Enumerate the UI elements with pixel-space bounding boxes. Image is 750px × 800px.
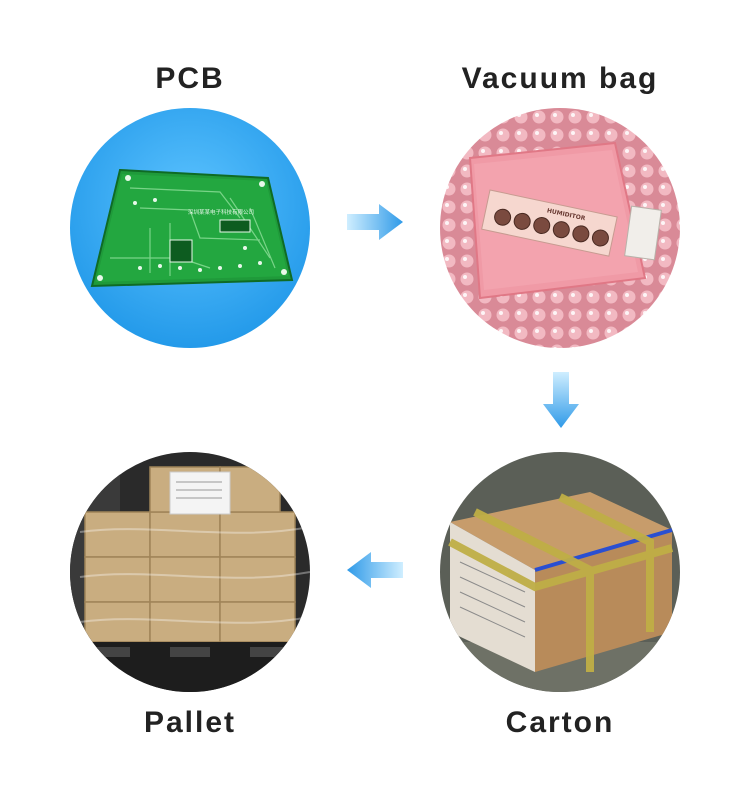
- arrow-left-icon: [347, 552, 403, 588]
- step-label-carton: Carton: [505, 706, 615, 739]
- carton-box-icon: [440, 452, 680, 692]
- step-label-pallet: Pallet: [143, 706, 237, 739]
- arrow-right-icon: [347, 204, 403, 240]
- pallet-icon: [70, 452, 310, 692]
- pcb-print-text: 深圳某某电子科技有限公司: [188, 208, 254, 216]
- arrow-down-icon: [543, 372, 579, 428]
- pcb-board-icon: 深圳某某电子科技有限公司: [70, 108, 310, 348]
- step-label-pcb: PCB: [155, 62, 225, 95]
- vacuum-bag-icon: HUMIDITOR: [440, 108, 680, 348]
- step-label-vacuum-bag: Vacuum bag: [461, 62, 659, 95]
